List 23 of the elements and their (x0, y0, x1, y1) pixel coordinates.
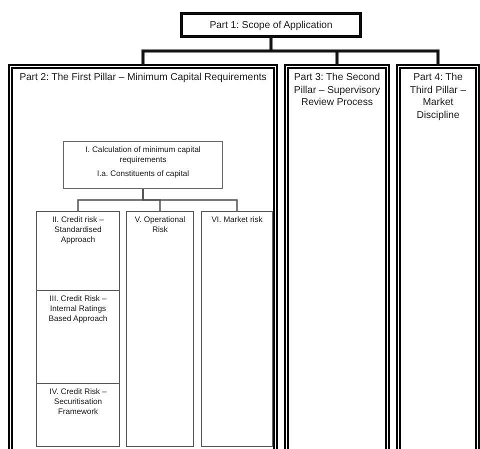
box (201, 211, 273, 447)
box (126, 211, 194, 447)
box (284, 64, 390, 449)
box-text: Part 1: Scope of Application (208, 20, 334, 32)
box (180, 12, 362, 38)
box-text: I.a. Constituents of capital (96, 169, 190, 179)
box (36, 290, 120, 384)
connector-line (270, 38, 440, 64)
box (36, 383, 120, 447)
box (396, 64, 480, 449)
box-text: III. Credit Risk – Internal Ratings Based Approach (48, 294, 108, 324)
box-text: Part 3: The Second Pillar – Supervisory Review Process (292, 72, 382, 110)
box-text: VI. Market risk (210, 215, 264, 225)
box (63, 141, 223, 189)
box (36, 211, 120, 291)
box-text: Part 4: The Third Pillar – Market Discipline (408, 72, 468, 122)
box-text: I. Calculation of minimum capital requirements (84, 145, 202, 165)
box-text: V. Operational Risk (134, 215, 186, 235)
box-text: II. Credit risk – Standardised Approach (51, 215, 105, 245)
connector-line (142, 189, 238, 211)
box-text: IV. Credit Risk – Securitisation Framework (48, 387, 108, 417)
box (8, 64, 278, 449)
box-text: Part 2: The First Pillar – Minimum Capital Requirements (18, 72, 268, 84)
